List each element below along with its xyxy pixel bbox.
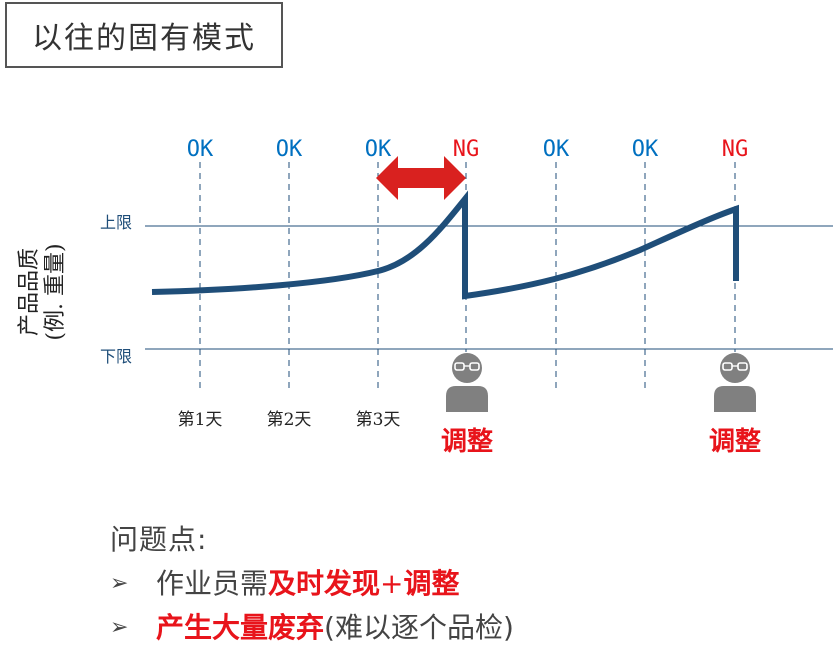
check-label-2: OK: [276, 137, 303, 162]
problems-heading: 问题点:: [110, 523, 208, 556]
title-box: 以往的固有模式: [5, 2, 283, 68]
person-icon: [714, 353, 756, 412]
problem-text: 作业员需: [156, 567, 269, 600]
problem-highlight: 产生大量废弃: [156, 611, 325, 644]
day-label-1: 第1天: [178, 410, 223, 430]
adjust-label-2: 调整: [709, 426, 761, 457]
check-label-6: OK: [632, 137, 659, 162]
page-title: 以往的固有模式: [32, 21, 256, 56]
problems-section: 问题点: ➢ 作业员需 及时发现 + 调整 ➢ 产生大量废弃 (难以逐个品检): [110, 518, 514, 650]
day-label-2: 第2天: [267, 410, 312, 430]
problem-item: ➢ 产生大量废弃 (难以逐个品检): [110, 606, 514, 650]
problem-plus: +: [380, 567, 404, 600]
day-label-3: 第3天: [356, 410, 401, 430]
arrow-bullet-icon: ➢: [110, 615, 129, 640]
check-label-7: NG: [722, 137, 749, 162]
lower-limit-label: 下限: [100, 347, 132, 366]
problem-highlight: 及时发现: [268, 567, 381, 600]
check-label-4: NG: [453, 137, 480, 162]
check-label-3: OK: [365, 137, 392, 162]
check-label-1: OK: [187, 137, 214, 162]
problem-note: (难以逐个品检): [324, 611, 514, 644]
y-axis-label-sub: (例. 重量): [43, 243, 68, 340]
y-axis-label-main: 产品品质: [17, 248, 42, 336]
adjust-label-1: 调整: [441, 426, 493, 457]
quality-curve: [151, 190, 739, 300]
check-label-5: OK: [543, 137, 570, 162]
arrow-bullet-icon: ➢: [110, 571, 129, 596]
interval-arrow: [376, 156, 466, 200]
problem-highlight-2: 调整: [403, 567, 460, 600]
problem-item: ➢ 作业员需 及时发现 + 调整: [110, 562, 514, 606]
upper-limit-label: 上限: [100, 213, 132, 232]
person-icon: [446, 353, 488, 412]
